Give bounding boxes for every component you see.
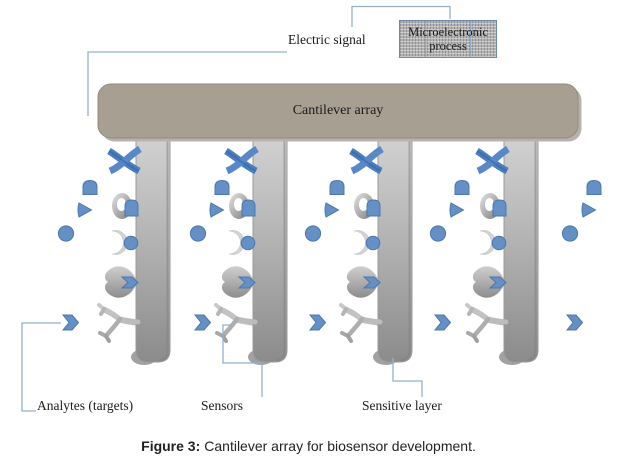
connector-signal-to-microelectronic-box [351,5,451,27]
connector-sensors-label [222,324,263,397]
cantilever-unit [99,134,170,365]
figure-caption-number: Figure 3: [141,438,201,454]
analytes-label: Analytes (targets) [37,398,134,413]
electric-signal-label: Electric signal [288,32,366,47]
floating-analytes-column [429,180,470,331]
cantilever-units-layer [57,134,602,365]
figure-caption-text: Cantilever array for biosensor developme… [204,438,476,454]
connector-electric-signal-to-array [87,51,287,116]
box-divider [470,21,471,57]
floating-analytes-column [304,180,345,331]
connector-analytes-label [21,322,61,412]
connector-sensitive-layer-label [392,358,423,397]
cantilever-unit [341,134,412,365]
sensors-label: Sensors [201,398,244,413]
cantilever-unit [216,134,287,365]
cantilever-array-bar [97,83,582,142]
microelectronic-process-box: Microelectronic process [399,20,497,58]
sensitive-layer-label: Sensitive layer [362,398,442,413]
microelectronic-process-label: Microelectronic process [408,24,488,53]
floating-analytes-column [57,180,98,331]
figure-caption: Figure 3:Cantilever array for biosensor … [0,438,617,454]
cantilever-array-label: Cantilever array [292,103,384,118]
cantilever-unit [467,134,538,365]
box-divider [425,21,426,57]
floating-analytes-column [561,180,602,331]
